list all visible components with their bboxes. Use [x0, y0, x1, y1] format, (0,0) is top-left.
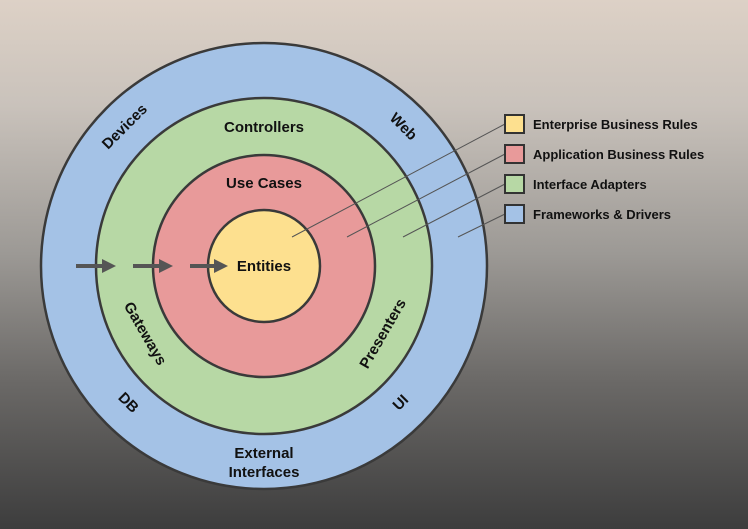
legend-label-adapters: Interface Adapters: [533, 177, 647, 192]
legend-item-application: Application Business Rules: [504, 144, 704, 164]
label-external-interfaces-line2: Interfaces: [229, 464, 300, 481]
label-use-cases: Use Cases: [226, 175, 302, 192]
legend-item-adapters: Interface Adapters: [504, 174, 647, 194]
leader-frameworks: [457, 213, 506, 238]
legend-swatch-adapters: [504, 174, 525, 194]
legend-item-frameworks: Frameworks & Drivers: [504, 204, 671, 224]
arrow-adapters-to-usecases: [133, 259, 173, 273]
label-external-interfaces-line1: External: [234, 445, 293, 462]
arrow-outer-to-adapters: [76, 259, 116, 273]
legend-item-enterprise: Enterprise Business Rules: [504, 114, 698, 134]
leader-adapters: [402, 183, 506, 238]
dependency-arrows: [76, 259, 228, 273]
leader-application: [346, 153, 506, 238]
label-controllers: Controllers: [224, 119, 304, 136]
legend-label-frameworks: Frameworks & Drivers: [533, 207, 671, 222]
legend-swatch-frameworks: [504, 204, 525, 224]
leader-enterprise: [291, 123, 506, 238]
legend-label-application: Application Business Rules: [533, 147, 704, 162]
legend-label-enterprise: Enterprise Business Rules: [533, 117, 698, 132]
legend: Enterprise Business Rules Application Bu…: [504, 114, 704, 224]
legend-swatch-application: [504, 144, 525, 164]
arrow-usecases-to-entities: [190, 259, 228, 273]
label-entities: Entities: [237, 258, 291, 275]
legend-leader-lines: [291, 123, 506, 238]
legend-swatch-enterprise: [504, 114, 525, 134]
